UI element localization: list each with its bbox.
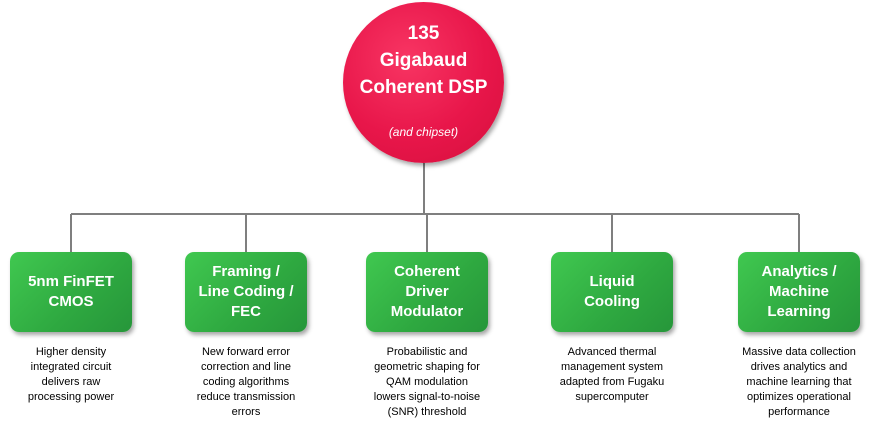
desc-line: supercomputer	[575, 391, 649, 403]
desc-line: Advanced thermal	[567, 346, 657, 358]
desc-line: machine learning that	[746, 376, 852, 388]
node-coherent-driver-modulator: Coherent Driver Modulator	[366, 252, 488, 332]
node-label-line: Line Coding /	[198, 283, 294, 300]
node-analytics-machine-learning: Analytics / Machine Learning	[738, 252, 860, 332]
node-label-line: Modulator	[390, 303, 464, 320]
node-description-liquid-cooling: Advanced thermal management system adapt…	[537, 345, 687, 405]
hub-title-line: Gigabaud	[379, 50, 468, 71]
desc-line: delivers raw	[41, 376, 101, 388]
desc-line: correction and line	[201, 361, 291, 373]
desc-line: processing power	[27, 391, 115, 403]
node-label-line: Analytics /	[761, 263, 837, 280]
desc-line: optimizes operational	[747, 391, 851, 403]
node-label-line: CMOS	[48, 293, 94, 310]
desc-line: integrated circuit	[30, 361, 112, 373]
node-label-line: Coherent	[394, 263, 460, 280]
node-framing-fec: Framing / Line Coding / FEC	[185, 252, 307, 332]
node-label-line: Framing /	[212, 263, 280, 280]
node-finfet-cmos: 5nm FinFET CMOS	[10, 252, 132, 332]
node-liquid-cooling: Liquid Cooling	[551, 252, 673, 332]
desc-line: errors	[231, 406, 261, 418]
desc-line: coding algorithms	[202, 376, 290, 388]
desc-line: (SNR) threshold	[387, 406, 467, 418]
node-label-line: 5nm FinFET	[28, 273, 114, 290]
hub-title-line: 135	[407, 23, 440, 44]
desc-line: New forward error	[201, 346, 291, 358]
node-label-line: Machine	[768, 283, 829, 300]
desc-line: Higher density	[35, 346, 107, 358]
hub-circle: 135 Gigabaud Coherent DSP (and chipset)	[343, 2, 504, 163]
desc-line: drives analytics and	[750, 361, 848, 373]
desc-line: geometric shaping for	[374, 361, 480, 373]
hub-title: 135 Gigabaud Coherent DSP	[343, 20, 504, 101]
node-label-line: FEC	[231, 303, 261, 320]
desc-line: Probabilistic and	[386, 346, 468, 358]
desc-line: Massive data collection	[742, 346, 856, 358]
node-label-line: Cooling	[584, 293, 640, 310]
desc-line: reduce transmission	[196, 391, 296, 403]
node-label-line: Liquid	[589, 273, 635, 290]
node-description-coherent-driver-modulator: Probabilistic and geometric shaping for …	[352, 345, 502, 420]
node-label-line: Learning	[767, 303, 831, 320]
hub-subtitle: (and chipset)	[388, 125, 459, 139]
desc-line: QAM modulation	[386, 376, 468, 388]
node-description-framing-fec: New forward error correction and line co…	[171, 345, 321, 420]
node-description-finfet-cmos: Higher density integrated circuit delive…	[0, 345, 146, 405]
desc-line: management system	[560, 361, 664, 373]
node-description-analytics-machine-learning: Massive data collection drives analytics…	[724, 345, 874, 420]
node-label-line: Driver	[405, 283, 449, 300]
desc-line: adapted from Fugaku	[559, 376, 665, 388]
hub-title-line: Coherent DSP	[359, 77, 488, 98]
desc-line: performance	[768, 406, 830, 418]
desc-line: lowers signal-to-noise	[373, 391, 481, 403]
